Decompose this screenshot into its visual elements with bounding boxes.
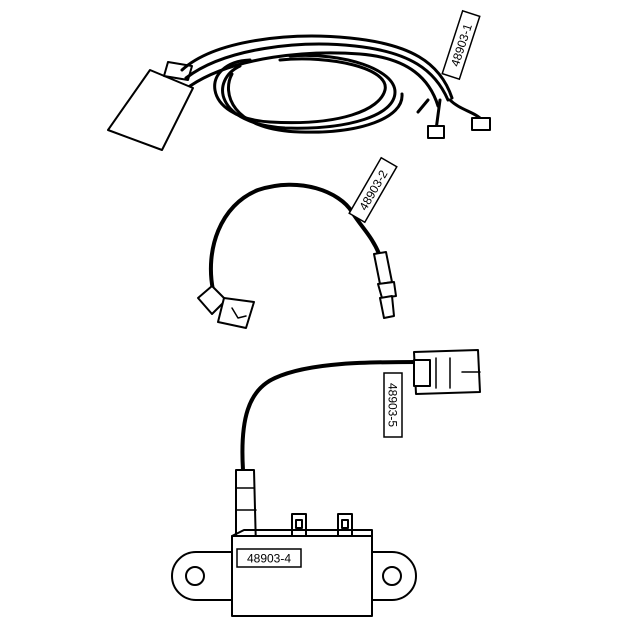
harness-cable-bundle xyxy=(180,34,484,134)
module-assembly: 48903-4 xyxy=(171,469,417,617)
sensor-lead-probe xyxy=(373,251,393,285)
module-body xyxy=(231,535,373,617)
connector-lead-part-number: 48903-5 xyxy=(386,383,400,427)
sensor-lead-label-tag: 48903-2 xyxy=(348,156,398,224)
module-mount-hole-left xyxy=(185,566,205,586)
connector-lead-label-tag: 48903-5 xyxy=(383,372,403,438)
sensor-lead-assembly: 48903-2 xyxy=(197,156,398,329)
module-part-number: 48903-4 xyxy=(247,552,291,566)
harness-label-tag: 48903-1 xyxy=(441,9,481,81)
harness-connector-2 xyxy=(471,117,491,131)
harness-test-card xyxy=(107,69,194,151)
sensor-lead-flag xyxy=(217,297,255,329)
connector-lead-assembly: 48903-5 xyxy=(240,349,481,472)
harness-connector-1 xyxy=(427,125,445,139)
module-mount-hole-right xyxy=(382,566,402,586)
sensor-lead-wire xyxy=(208,182,382,292)
harness-assembly: 48903-1 xyxy=(107,9,491,151)
module-label-tag: 48903-4 xyxy=(236,548,302,568)
